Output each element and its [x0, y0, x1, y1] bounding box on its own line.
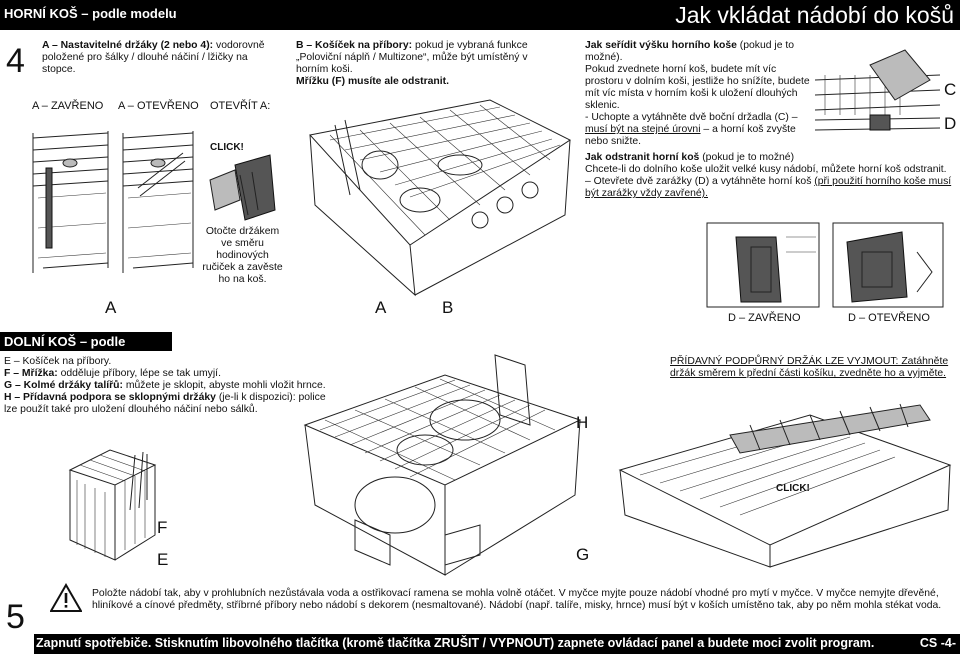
label-c: C: [944, 80, 957, 99]
label-f: F: [157, 518, 168, 537]
warning-icon: [50, 583, 82, 612]
rotate-holder-text: Otočte držákem ve směru hodinových ručič…: [202, 226, 283, 285]
height-adjust-illustration: [814, 49, 941, 131]
step-number-5: 5: [6, 598, 25, 636]
d-closed-illustration: [706, 222, 820, 308]
page-title: Jak vkládat nádobí do košů: [675, 2, 954, 28]
a-open-label: A – OTEVŘENO: [118, 100, 199, 112]
label-a-mid: A: [375, 298, 387, 317]
cutlery-basket-b-text: B – Košíček na příbory: pokud je vybraná…: [296, 40, 528, 87]
upper-basket-section-title: HORNÍ KOŠ – podle modelu: [4, 6, 177, 21]
a-open-action-label: OTEVŘÍT A:: [210, 100, 271, 112]
lower-basket-text: E – Košíček na příbory. F – Mřížka: oddě…: [4, 356, 326, 415]
adjustable-holders-text: A – Nastavitelné držáky (2 nebo 4): vodo…: [42, 40, 265, 75]
label-g: G: [576, 545, 590, 564]
d-open-illustration: [832, 222, 944, 308]
height-adjust-text: Jak seřídit výšku horního koše (pokud je…: [585, 40, 810, 147]
upper-basket-illustration: [309, 99, 572, 297]
cutlery-basket-illustration: [68, 449, 157, 561]
a-closed-label: A – ZAVŘENO: [32, 100, 104, 112]
top-header-bar: HORNÍ KOŠ – podle modelu Jak vkládat nád…: [0, 0, 960, 30]
extra-support-text: PŘÍDAVNÝ PODPŮRNÝ DRŽÁK LZE VYJMOUT: Zat…: [670, 356, 949, 379]
label-b: B: [442, 298, 454, 317]
click-hand-illustration: [209, 154, 276, 221]
label-e: E: [157, 550, 169, 569]
label-a-left: A: [105, 298, 117, 317]
click-label-upper: CLICK!: [210, 142, 244, 153]
extra-support-illustration: [618, 403, 952, 568]
d-open-label: D – OTEVŘENO: [848, 312, 930, 324]
remove-basket-text: Jak odstranit horní koš (pokud je to mož…: [585, 152, 952, 199]
click-label-lower: CLICK!: [776, 483, 810, 494]
bottom-info-bar: Zapnutí spotřebiče. Stisknutím libovolné…: [34, 634, 960, 654]
label-d: D: [944, 114, 957, 133]
lower-basket-illustration: [303, 354, 582, 576]
warning-text: Položte nádobí tak, aby v prohlubních ne…: [92, 588, 942, 611]
step-number-4: 4: [6, 42, 25, 80]
lower-basket-section-title: DOLNÍ KOŠ – podle modelu: [4, 334, 126, 364]
holder-open-illustration: [122, 131, 194, 273]
label-h: H: [576, 413, 589, 432]
holder-closed-illustration: [32, 131, 109, 273]
lower-basket-section-bar: DOLNÍ KOŠ – podle modelu: [0, 332, 172, 364]
power-on-message: Zapnutí spotřebiče. Stisknutím libovolné…: [36, 636, 875, 650]
d-closed-label: D – ZAVŘENO: [728, 312, 801, 324]
page-number: CS -4-: [919, 636, 956, 650]
